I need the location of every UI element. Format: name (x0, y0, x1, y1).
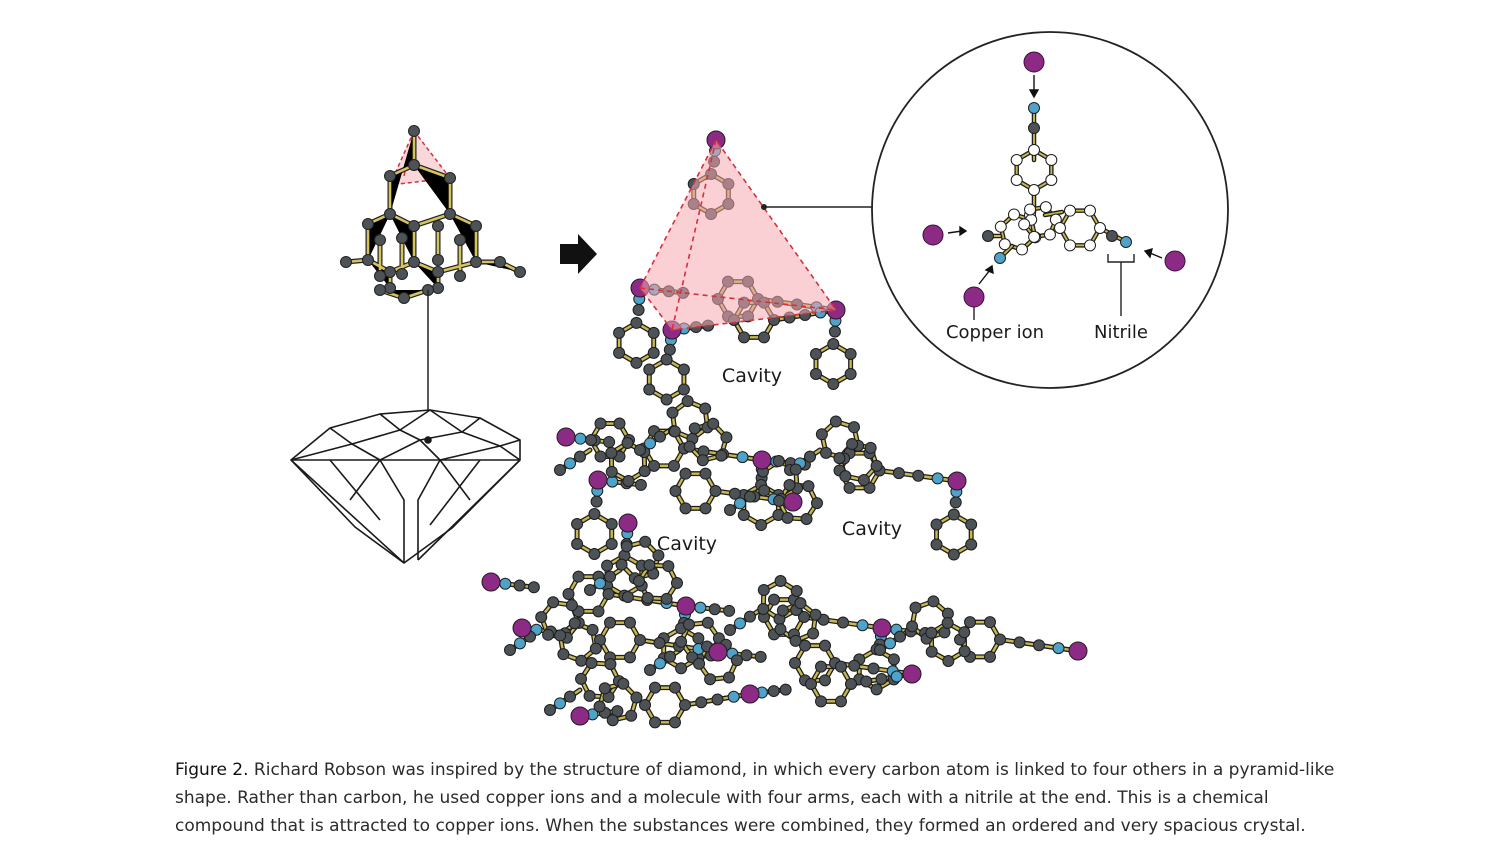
tetra-nitrile-molecule (982, 102, 1132, 264)
copper-ions-zoom (922, 51, 1186, 308)
copper-ion-label: Copper ion (946, 322, 1044, 343)
nitrile-label: Nitrile (1094, 322, 1148, 343)
diamond-gem (290, 409, 521, 564)
cavity-label-right: Cavity (842, 518, 902, 540)
attraction-arrows (947, 75, 1163, 285)
network-tetrahedron (639, 139, 838, 331)
crystal-structure-diagram: Copper ion Nitrile Cavity Cavity Cavity (290, 31, 1229, 729)
figure-label: Figure 2. (175, 760, 249, 780)
cavity-label-top: Cavity (722, 365, 782, 387)
diamond-lattice (340, 125, 526, 440)
figure-caption: Figure 2. Richard Robson was inspired by… (175, 756, 1355, 840)
cavity-label-left: Cavity (657, 533, 717, 555)
caption-text: Richard Robson was inspired by the struc… (175, 760, 1335, 836)
nitrile-bracket (1107, 254, 1135, 316)
right-arrow-icon (560, 234, 597, 274)
